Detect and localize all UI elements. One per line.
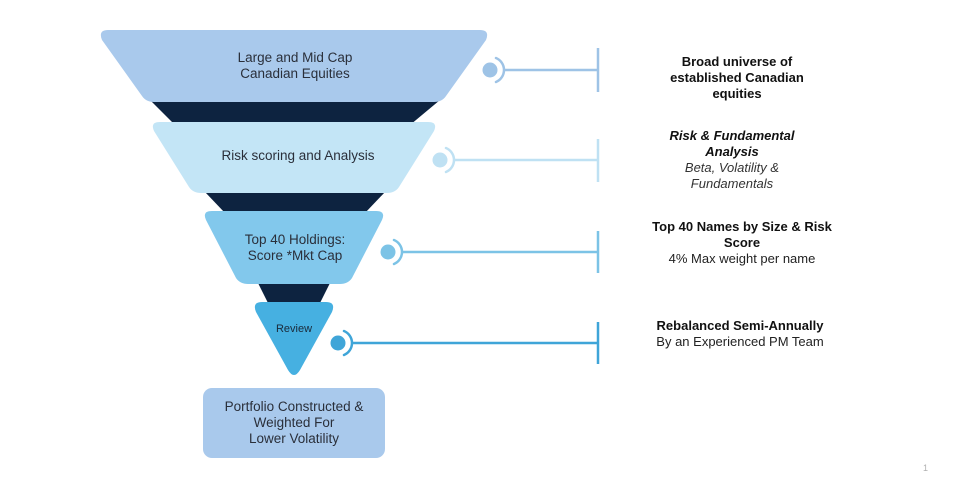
funnel-stage-1 [100, 30, 488, 102]
stage-3-label: Top 40 Holdings: Score *Mkt Cap [212, 231, 378, 265]
description-4: Rebalanced Semi-Annually By an Experienc… [610, 318, 870, 350]
result-label-line-1: Portfolio Constructed & [224, 399, 364, 414]
description-1-title-line-1: Broad universe of [681, 54, 793, 69]
description-3-title-line-2: Score [723, 235, 761, 250]
stage-2-label: Risk scoring and Analysis [170, 146, 426, 166]
description-1-title-line-2: established Canadian [670, 70, 804, 85]
connector-1 [482, 48, 600, 92]
connector-3-dot [380, 244, 396, 260]
stage-2-label-line-1: Risk scoring and Analysis [221, 148, 375, 163]
result-label: Portfolio Constructed & Weighted For Low… [203, 388, 385, 458]
stage-3-label-line-2: Score *Mkt Cap [247, 248, 343, 263]
funnel-band-3 [258, 283, 330, 303]
result-label-line-3: Lower Volatility [248, 431, 340, 446]
funnel-stage-3 [204, 211, 384, 284]
connector-1-dot [482, 62, 498, 78]
description-3-sub-line-1: 4% Max weight per name [668, 251, 816, 266]
stage-3-label-line-1: Top 40 Holdings: [244, 232, 346, 247]
description-2-title-line-1: Risk & Fundamental [669, 128, 795, 143]
connector-2 [432, 139, 600, 182]
result-box [203, 388, 385, 458]
connector-2-dot [432, 152, 448, 168]
description-3: Top 40 Names by Size & Risk Score 4% Max… [612, 219, 872, 267]
stage-4-label: Review [262, 320, 326, 338]
stage-1-label: Large and Mid Cap Canadian Equities [150, 48, 440, 84]
description-1: Broad universe of established Canadian e… [607, 54, 867, 102]
stage-1-label-line-2: Canadian Equities [240, 66, 350, 81]
funnel-stage-4 [254, 302, 334, 375]
connector-4 [330, 322, 600, 364]
funnel-band-2 [205, 192, 385, 213]
page-number: 1 [923, 463, 929, 473]
description-3-title-line-1: Top 40 Names by Size & Risk [652, 219, 832, 234]
stage-1-label-line-1: Large and Mid Cap [237, 50, 353, 65]
funnel-band-1 [150, 100, 440, 125]
description-4-title-line-1: Rebalanced Semi-Annually [656, 318, 824, 333]
description-1-title-line-3: equities [712, 86, 762, 101]
stage-4-label-line-1: Review [275, 323, 313, 335]
description-4-sub-line-1: By an Experienced PM Team [656, 334, 824, 349]
description-2-sub-line-2: Fundamentals [690, 176, 774, 191]
result-label-line-2: Weighted For [253, 415, 335, 430]
description-2-title-line-2: Analysis [705, 144, 759, 159]
description-2: Risk & Fundamental Analysis Beta, Volati… [602, 128, 862, 192]
funnel-stage-2 [152, 122, 436, 193]
description-2-sub-line-1: Beta, Volatility & [684, 160, 780, 175]
connector-4-dot [330, 335, 346, 351]
connector-3 [380, 231, 600, 273]
